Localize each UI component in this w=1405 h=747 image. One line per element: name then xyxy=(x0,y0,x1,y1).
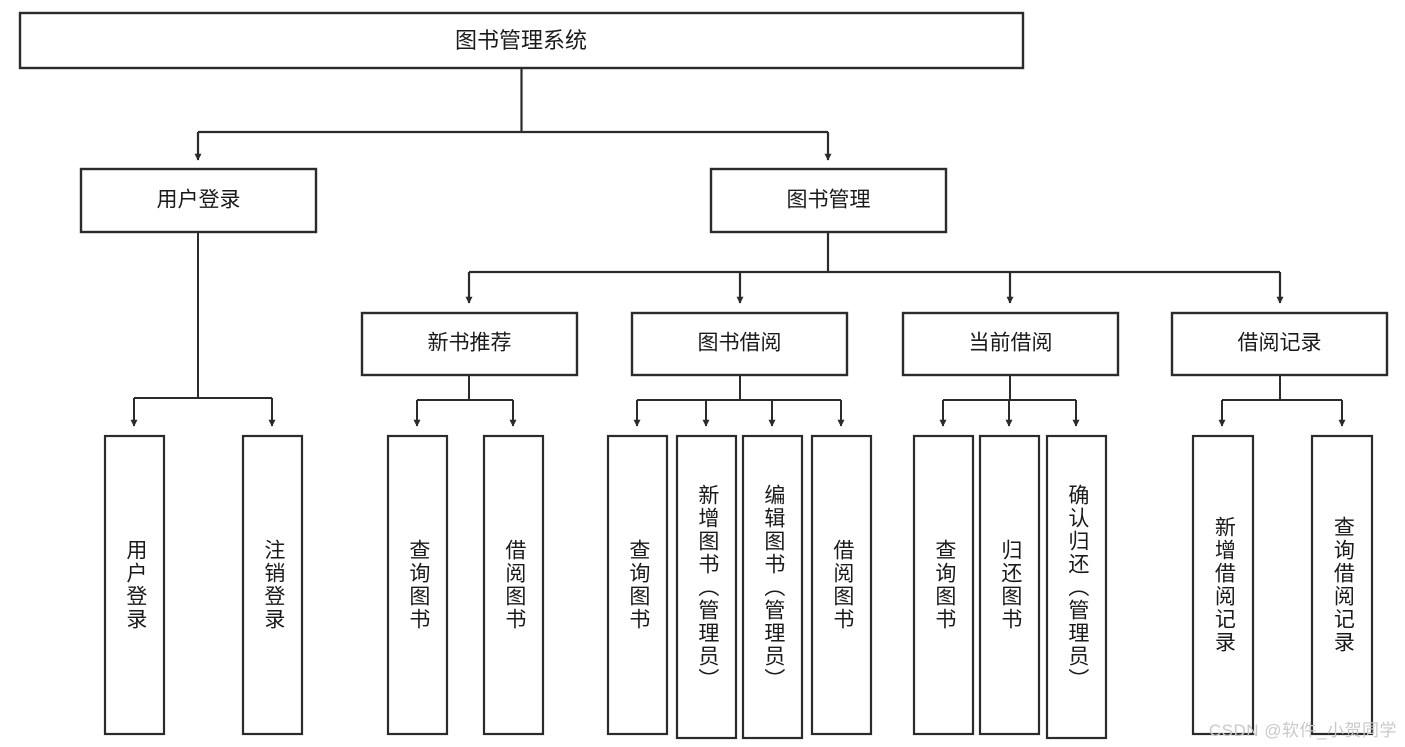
node-root-box xyxy=(18,11,1025,70)
node-user-login[interactable]: 用户登录 xyxy=(79,167,318,234)
node-root-label: 图书管理系统 xyxy=(455,28,587,53)
leaf-box-borrow-4[interactable] xyxy=(810,434,873,736)
node-current-borrow-box xyxy=(901,311,1120,377)
node-book-borrow[interactable]: 图书借阅 xyxy=(630,311,849,377)
node-book-manage-box xyxy=(709,167,948,234)
leaf-box-user-login-1[interactable] xyxy=(103,434,166,736)
watermark-text: CSDN @软件_小贺同学 xyxy=(1208,721,1397,740)
leaf-box-new-book-2[interactable] xyxy=(482,434,545,736)
node-borrow-record[interactable]: 借阅记录 xyxy=(1170,311,1389,377)
node-book-manage[interactable]: 图书管理 xyxy=(709,167,948,234)
leaf-box-borrow-3[interactable] xyxy=(741,434,804,740)
edges-group xyxy=(130,68,1346,427)
node-borrow-record-label: 借阅记录 xyxy=(1238,332,1322,355)
leaf-box-current-1[interactable] xyxy=(912,434,975,736)
node-user-login-box xyxy=(79,167,318,234)
node-new-book-recommend-box xyxy=(360,311,579,377)
node-book-borrow-label: 图书借阅 xyxy=(698,332,782,355)
leaf-boxes-group xyxy=(103,434,1374,740)
leaf-box-current-3[interactable] xyxy=(1045,434,1108,740)
node-new-book-recommend-label: 新书推荐 xyxy=(428,332,512,355)
node-book-borrow-box xyxy=(630,311,849,377)
leaf-box-borrow-2[interactable] xyxy=(675,434,738,740)
leaf-box-user-login-2[interactable] xyxy=(241,434,304,736)
node-current-borrow[interactable]: 当前借阅 xyxy=(901,311,1120,377)
node-book-manage-label: 图书管理 xyxy=(787,189,871,212)
leaf-box-record-2[interactable] xyxy=(1310,434,1374,736)
leaf-box-record-1[interactable] xyxy=(1191,434,1255,736)
node-root[interactable]: 图书管理系统 xyxy=(18,11,1025,70)
leaf-box-new-book-1[interactable] xyxy=(386,434,449,736)
node-current-borrow-label: 当前借阅 xyxy=(969,332,1053,355)
node-borrow-record-box xyxy=(1170,311,1389,377)
node-new-book-recommend[interactable]: 新书推荐 xyxy=(360,311,579,377)
leaf-box-current-2[interactable] xyxy=(978,434,1041,736)
node-user-login-label: 用户登录 xyxy=(157,189,241,212)
leaf-box-borrow-1[interactable] xyxy=(606,434,669,736)
